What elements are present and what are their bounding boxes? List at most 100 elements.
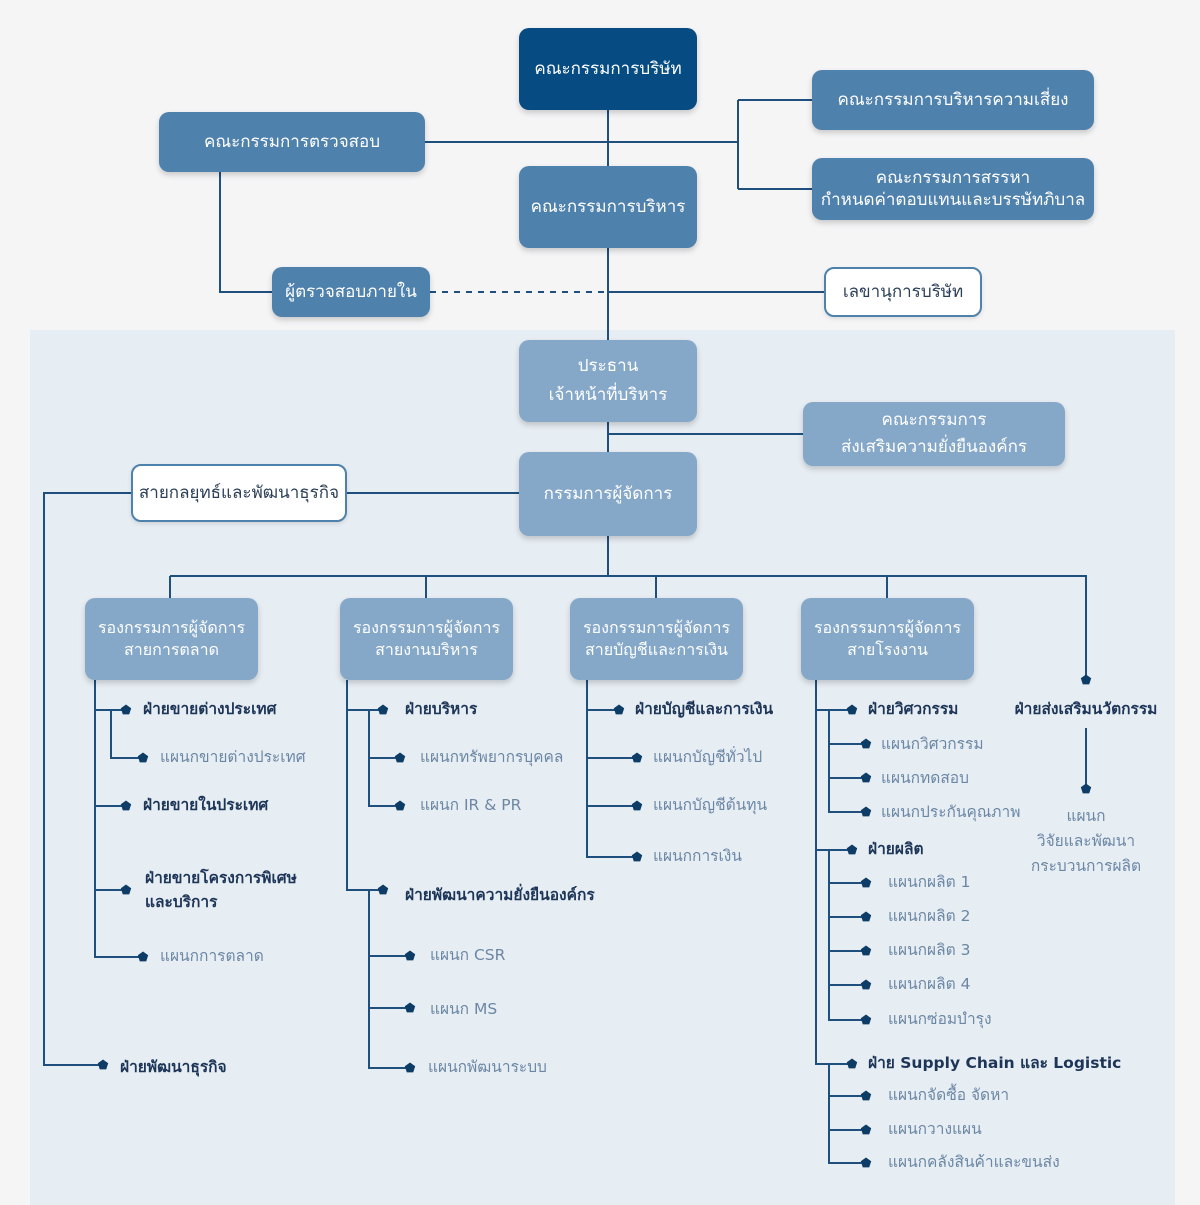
production-section-4: แผนกผลิต 4 [888, 975, 971, 993]
deputy-md-plant-box: รองกรรมการผู้จัดการ สายโรงงาน [801, 598, 974, 680]
engineering-dept: ฝ่ายวิศวกรรม [868, 700, 959, 718]
testing-section: แผนกทดสอบ [881, 769, 969, 787]
connector-dot [846, 844, 858, 855]
managing-director-box: กรรมการผู้จัดการ [519, 452, 697, 536]
rnd-label-1: แผนก [1066, 807, 1106, 825]
connector-dot [860, 806, 872, 817]
connector-dot [846, 704, 858, 715]
connector-dot [1080, 783, 1092, 794]
internal-auditor-label: ผู้ตรวจสอบภายใน [285, 281, 417, 302]
connector-dot [404, 950, 416, 961]
connector-dot [860, 979, 872, 990]
production-section-3: แผนกผลิต 3 [888, 941, 971, 959]
connector-dot [377, 884, 389, 895]
deputy-md-finance-label-2: สายบัญชีและการเงิน [585, 640, 728, 659]
deputy-md-marketing-label-2: สายการตลาด [124, 640, 219, 659]
nomination-committee-box: คณะกรรมการสรรหา กำหนดค่าตอบแทนและบรรษัทภ… [812, 158, 1094, 220]
rnd-label-2: วิจัยและพัฒนา [1036, 831, 1136, 850]
connector-dot [120, 884, 132, 895]
sustainability-committee-box: คณะกรรมการ ส่งเสริมความยั่งยืนองค์กร [803, 402, 1065, 466]
procurement-section: แผนกจัดซื้อ จัดหา [888, 1086, 1010, 1104]
ceo-label-2: เจ้าหน้าที่บริหาร [548, 385, 668, 405]
company-secretary-box: เลขานุการบริษัท [824, 267, 982, 317]
domestic-sales-dept: ฝ่ายขายในประเทศ [143, 796, 269, 814]
connector-dot [120, 704, 132, 715]
connector-dot [394, 800, 406, 811]
risk-committee-box: คณะกรรมการบริหารความเสี่ยง [812, 70, 1094, 130]
deputy-md-plant-label-1: รองกรรมการผู้จัดการ [813, 618, 962, 638]
ms-section: แผนก MS [430, 1000, 498, 1018]
connector-dot [404, 1062, 416, 1073]
board-of-directors-box: คณะกรรมการบริษัท [519, 28, 697, 110]
deputy-md-plant-label-2: สายโรงงาน [847, 640, 928, 659]
foreign-sales-section: แผนกขายต่างประเทศ [160, 748, 306, 766]
connector-dot [860, 911, 872, 922]
internal-auditor-box: ผู้ตรวจสอบภายใน [272, 267, 430, 317]
ir-pr-section: แผนก IR & PR [420, 796, 522, 814]
rnd-process-section: แผนก วิจัยและพัฒนา กระบวนการผลิต [1016, 804, 1156, 878]
marketing-section: แผนกการตลาด [160, 947, 264, 965]
connector-dot [394, 752, 406, 763]
board-of-directors-label: คณะกรรมการบริษัท [534, 58, 682, 79]
innovation-dept: ฝ่ายส่งเสริมนวัตกรรม [1014, 700, 1158, 718]
deputy-md-admin-label-2: สายงานบริหาร [375, 640, 478, 659]
connector-dot [377, 704, 389, 715]
connector-dot [860, 1124, 872, 1135]
connector-dot [860, 1090, 872, 1101]
nomination-committee-label-2: กำหนดค่าตอบแทนและบรรษัทภิบาล [820, 190, 1086, 210]
production-dept: ฝ่ายผลิต [868, 840, 924, 858]
executive-committee-label: คณะกรรมการบริหาร [530, 196, 686, 217]
engineering-section: แผนกวิศวกรรม [881, 735, 984, 753]
deputy-md-admin-label-1: รองกรรมการผู้จัดการ [352, 618, 501, 638]
ceo-label-1: ประธาน [577, 356, 639, 377]
connector-dot [846, 1058, 858, 1069]
supply-chain-dept: ฝ่าย Supply Chain และ Logistic [868, 1054, 1122, 1072]
connector-dot [860, 877, 872, 888]
connector-dot [860, 1014, 872, 1025]
connector-dot [137, 951, 149, 962]
nomination-committee-label-1: คณะกรรมการสรรหา [875, 167, 1031, 188]
connector-dot [631, 752, 643, 763]
connector-dot [860, 772, 872, 783]
business-dev-dept: ฝ่ายพัฒนาธุรกิจ [120, 1058, 227, 1076]
executive-committee-box: คณะกรรมการบริหาร [519, 166, 697, 248]
sustainability-committee-label-1: คณะกรรมการ [881, 409, 987, 430]
strategy-business-dev-box: สายกลยุทธ์และพัฒนาธุรกิจ [131, 464, 347, 522]
connector-dot [137, 752, 149, 763]
foreign-sales-dept: ฝ่ายขายต่างประเทศ [143, 700, 277, 718]
ceo-box: ประธาน เจ้าหน้าที่บริหาร [519, 340, 697, 422]
rnd-label-3: กระบวนการผลิต [1030, 856, 1142, 875]
admin-dept: ฝ่ายบริหาร [405, 700, 478, 718]
production-section-2: แผนกผลิต 2 [888, 907, 971, 925]
maintenance-section: แผนกซ่อมบำรุง [888, 1010, 992, 1028]
special-projects-label-2: และบริการ [145, 893, 218, 912]
strategy-business-dev-label: สายกลยุทธ์และพัฒนาธุรกิจ [138, 482, 340, 503]
connector-dot [631, 800, 643, 811]
sustainability-committee-label-2: ส่งเสริมความยั่งยืนองค์กร [840, 437, 1028, 457]
qa-section: แผนกประกันคุณภาพ [881, 803, 1021, 821]
connector-dot [860, 1157, 872, 1168]
deputy-md-marketing-label-1: รองกรรมการผู้จัดการ [97, 618, 246, 638]
connector-dot [631, 851, 643, 862]
sustainability-dev-dept: ฝ่ายพัฒนาความยั่งยืนองค์กร [405, 886, 595, 904]
connector-dot [1080, 674, 1092, 685]
deputy-md-admin-box: รองกรรมการผู้จัดการ สายงานบริหาร [340, 598, 513, 680]
deputy-md-finance-box: รองกรรมการผู้จัดการ สายบัญชีและการเงิน [570, 598, 743, 680]
managing-director-label: กรรมการผู้จัดการ [543, 483, 673, 504]
hr-section: แผนกทรัพยากรบุคคล [420, 748, 564, 766]
connector-dot [860, 738, 872, 749]
accounting-finance-dept: ฝ่ายบัญชีและการเงิน [635, 700, 774, 718]
deputy-md-marketing-box: รองกรรมการผู้จัดการ สายการตลาด [85, 598, 258, 680]
finance-section: แผนกการเงิน [653, 847, 742, 865]
general-accounting-section: แผนกบัญชีทั่วไป [653, 748, 763, 766]
audit-committee-label: คณะกรรมการตรวจสอบ [203, 131, 381, 152]
system-dev-section: แผนกพัฒนาระบบ [428, 1058, 547, 1076]
risk-committee-label: คณะกรรมการบริหารความเสี่ยง [837, 89, 1069, 110]
cost-accounting-section: แผนกบัญชีต้นทุน [653, 796, 768, 814]
company-secretary-label: เลขานุการบริษัท [842, 281, 964, 302]
connector-dot [404, 1002, 416, 1013]
production-section-1: แผนกผลิต 1 [888, 873, 971, 891]
special-projects-dept: ฝ่ายขายโครงการพิเศษ และบริการ [145, 866, 297, 914]
connector-dot [613, 704, 625, 715]
